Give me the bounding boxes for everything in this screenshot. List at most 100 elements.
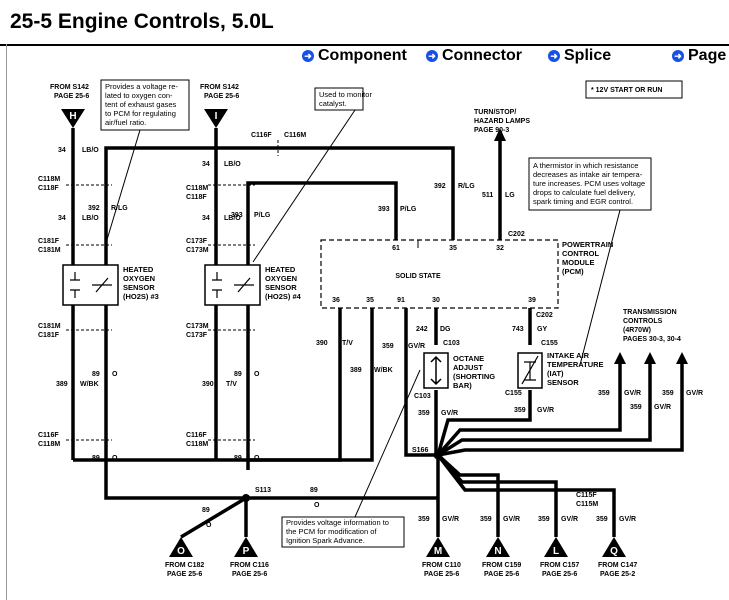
ho2s-note-text: Provides a voltage re- lated to oxygen c… <box>105 82 178 127</box>
destination-n-triangle <box>486 537 510 557</box>
svg-text:393: 393 <box>378 206 390 213</box>
start-run-legend-box <box>585 80 683 99</box>
svg-text:C202: C202 <box>536 312 553 319</box>
destination-letter: M <box>434 546 442 557</box>
svg-text:TEMPERATURE: TEMPERATURE <box>547 360 604 369</box>
svg-text:359: 359 <box>514 407 526 414</box>
wire-359-iat <box>436 390 532 456</box>
svg-text:34: 34 <box>202 215 210 222</box>
s113-splice-dot <box>242 494 250 502</box>
svg-text:OXYGEN: OXYGEN <box>123 274 155 283</box>
svg-text:OXYGEN: OXYGEN <box>265 274 297 283</box>
svg-text:C173F: C173F <box>186 238 208 245</box>
iat-note-text: A thermistor in which resistance decreas… <box>533 161 645 206</box>
pcm-label: POWERTRAIN <box>562 240 613 249</box>
connector-lines <box>66 140 279 441</box>
wire-359-trans2 <box>437 358 652 457</box>
svg-text:34: 34 <box>202 161 210 168</box>
svg-text:392: 392 <box>88 205 100 212</box>
svg-text:359: 359 <box>598 390 610 397</box>
svg-text:GY: GY <box>537 326 547 333</box>
wire-359-gvr-pcm <box>404 308 438 457</box>
nav-page-link[interactable]: ➜Page <box>672 47 726 65</box>
svg-text:GV/R: GV/R <box>408 343 425 350</box>
svg-text:Provides a voltage re-: Provides a voltage re- <box>105 82 178 91</box>
wire-359-to-q <box>436 453 616 537</box>
ho2s4-label: HEATED OXYGEN SENSOR (HO2S) #4 <box>265 265 302 301</box>
svg-text:O: O <box>254 371 260 378</box>
trans-label3: (4R70W) <box>623 327 651 334</box>
svg-text:C118M: C118M <box>186 185 208 192</box>
nav-connector-link[interactable]: ➜Connector <box>426 47 522 65</box>
svg-text:ture increases. PCM uses volta: ture increases. PCM uses voltage <box>533 179 645 188</box>
destination-page: PAGE 25-2 <box>600 571 635 578</box>
trans-arrows <box>614 352 688 364</box>
svg-text:389: 389 <box>56 381 68 388</box>
svg-text:P/LG: P/LG <box>400 206 417 213</box>
svg-text:393: 393 <box>231 212 243 219</box>
svg-text:C118M: C118M <box>38 176 60 183</box>
svg-text:359: 359 <box>596 516 608 523</box>
svg-text:C118M: C118M <box>186 441 208 448</box>
trans-label: TRANSMISSION <box>623 309 677 316</box>
svg-text:359: 359 <box>480 516 492 523</box>
svg-text:decreases as intake air temper: decreases as intake air tempera- <box>533 170 643 179</box>
svg-text:89: 89 <box>234 455 242 462</box>
svg-text:R/LG: R/LG <box>111 205 128 212</box>
svg-text:C116F: C116F <box>251 132 272 139</box>
source-i-from: FROM S142 <box>200 84 239 91</box>
s166-splice-dot <box>433 450 443 460</box>
destination-page: PAGE 25-6 <box>167 571 202 578</box>
destination-l-triangle <box>544 537 568 557</box>
nav-splice-link[interactable]: ➜Splice <box>548 47 611 65</box>
arrow-right-icon: ➜ <box>672 50 684 62</box>
svg-text:359: 359 <box>418 516 430 523</box>
arrow-right-icon: ➜ <box>302 50 314 62</box>
catalyst-note-leader <box>252 109 356 263</box>
svg-text:S166: S166 <box>412 447 428 454</box>
destination-from: FROM C159 <box>482 562 521 569</box>
svg-text:to PCM for regulating: to PCM for regulating <box>105 109 176 118</box>
ho2s-note-leader <box>105 129 141 244</box>
svg-text:T/V: T/V <box>342 340 353 347</box>
pcm-label2: CONTROL <box>562 249 599 258</box>
destination-page: PAGE 25-6 <box>484 571 519 578</box>
pcm-pin: 35 <box>366 297 374 304</box>
wire-390-tv-pcm <box>246 308 342 462</box>
svg-text:tent of exhaust gases: tent of exhaust gases <box>105 100 177 109</box>
nav-component-link[interactable]: ➜Component <box>302 47 407 65</box>
destination-from: FROM C182 <box>165 562 204 569</box>
source-h-letter: H <box>69 111 76 122</box>
pcm-pin: 35 <box>449 245 457 252</box>
svg-text:(SHORTING: (SHORTING <box>453 372 495 381</box>
svg-text:OCTANE: OCTANE <box>453 354 484 363</box>
pcm-pin: 91 <box>397 297 405 304</box>
svg-text:C181M: C181M <box>38 323 61 330</box>
pcm-pin: 61 <box>392 245 400 252</box>
iat-note-box <box>528 157 652 211</box>
catalyst-note-box <box>314 87 364 111</box>
destination-letter: Q <box>610 546 618 557</box>
pcm-solid-state: SOLID STATE <box>395 273 441 280</box>
svg-text:C181F: C181F <box>38 332 60 339</box>
destination-letter: L <box>553 546 559 557</box>
trans-label2: CONTROLS <box>623 318 663 325</box>
turn-lamps-label2: HAZARD LAMPS <box>474 118 530 125</box>
svg-text:SENSOR: SENSOR <box>123 283 155 292</box>
svg-text:W/BK: W/BK <box>374 367 393 374</box>
catalyst-note-line1: Used to monitor <box>319 90 372 99</box>
nav-splice-label: Splice <box>564 47 612 64</box>
svg-text:LG: LG <box>505 192 515 199</box>
svg-text:GV/R: GV/R <box>686 390 703 397</box>
wire-to-o <box>180 496 247 539</box>
octane-note-leader <box>354 369 421 518</box>
catalyst-note-line2: catalyst. <box>319 99 347 108</box>
svg-text:359: 359 <box>382 343 394 350</box>
svg-text:GV/R: GV/R <box>654 404 671 411</box>
svg-text:W/BK: W/BK <box>80 381 99 388</box>
svg-text:89: 89 <box>92 455 100 462</box>
svg-text:C155: C155 <box>541 340 558 347</box>
svg-text:C202: C202 <box>508 231 525 238</box>
svg-text:C118F: C118F <box>186 194 207 201</box>
svg-text:390: 390 <box>202 381 214 388</box>
